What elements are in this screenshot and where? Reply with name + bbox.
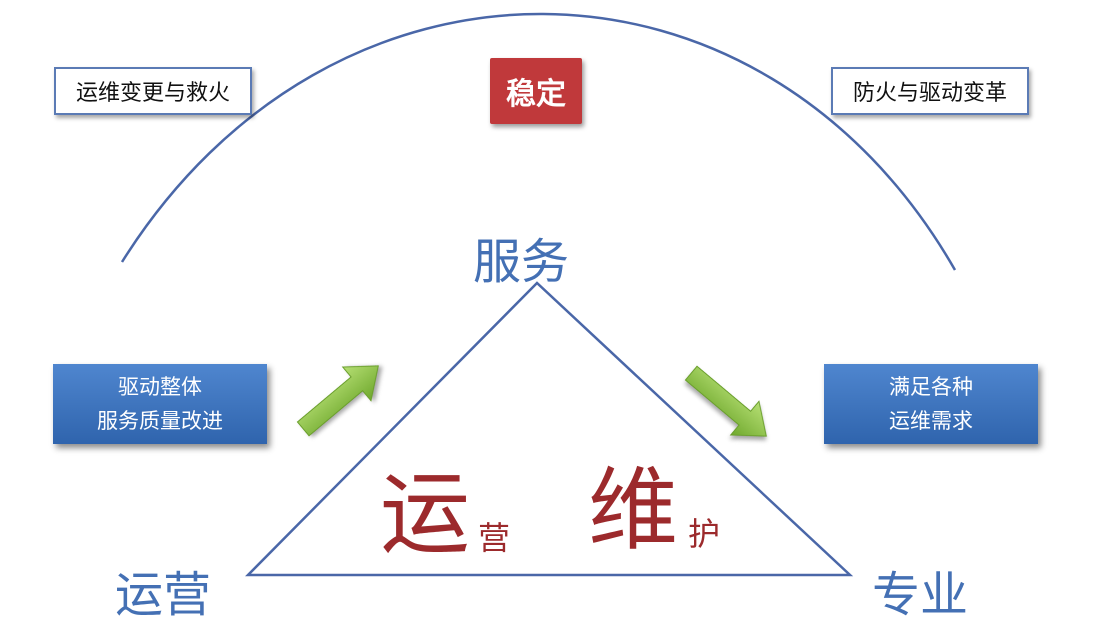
box-drive-quality-line1: 驱动整体 <box>118 375 202 399</box>
box-meet-needs: 满足各种 运维需求 <box>824 364 1038 444</box>
vertex-service: 服务 <box>473 234 570 290</box>
label-stability: 稳定 <box>490 58 582 124</box>
center-char-hu: 护 <box>688 515 721 553</box>
arrow-down-right-icon <box>684 365 767 437</box>
center-char-wei: 维 <box>588 458 678 563</box>
box-drive-quality: 驱动整体 服务质量改进 <box>53 364 267 444</box>
vertex-professional: 专业 <box>872 567 969 623</box>
box-meet-needs-line2: 运维需求 <box>889 409 973 433</box>
vertex-operations: 运营 <box>115 567 212 623</box>
box-drive-quality-line2: 服务质量改进 <box>97 409 223 433</box>
center-char-yun: 运 <box>380 462 470 567</box>
box-meet-needs-line1: 满足各种 <box>889 375 973 399</box>
stability-arc <box>120 12 957 271</box>
label-fire-prevention-transformation: 防火与驱动变革 <box>831 67 1029 115</box>
service-triangle <box>245 281 854 577</box>
arrow-up-right-icon <box>296 365 379 437</box>
center-char-ying: 营 <box>478 519 511 557</box>
label-change-firefighting: 运维变更与救火 <box>54 67 252 115</box>
